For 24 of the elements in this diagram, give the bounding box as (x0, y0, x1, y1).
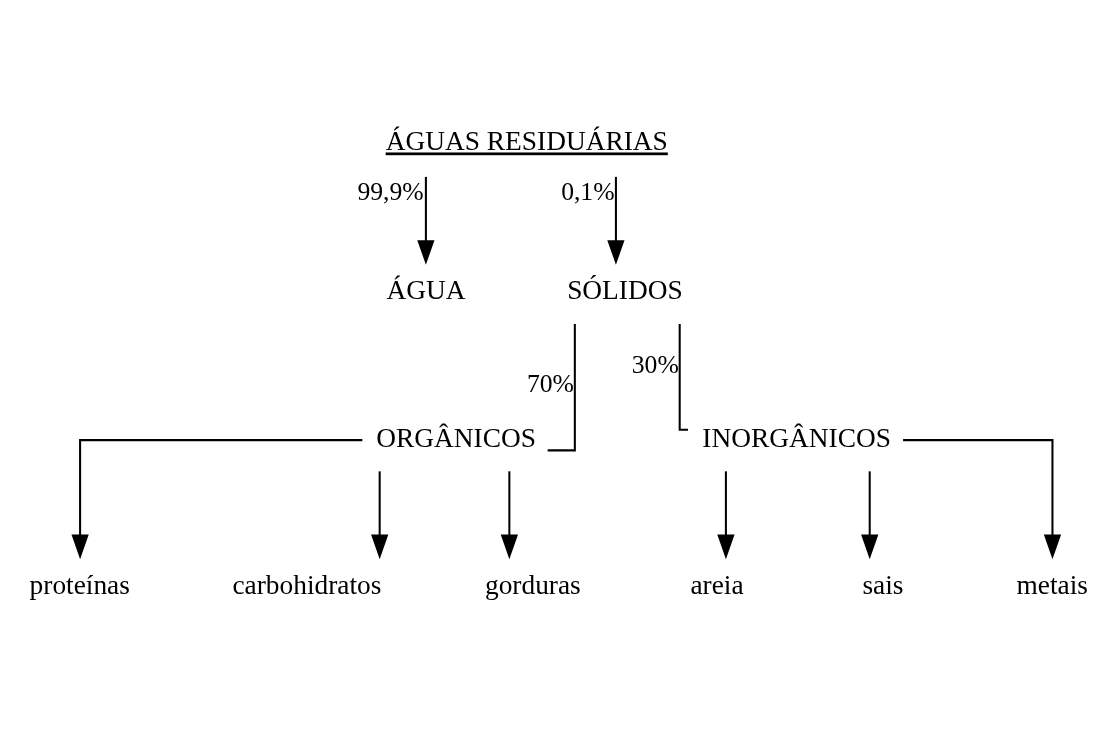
edge-label: 99,9% (357, 177, 424, 207)
arrow (417, 176, 435, 265)
node-text: carbohidratos (232, 569, 382, 600)
node-text: INORGÂNICOS (702, 422, 891, 453)
arrow (717, 471, 735, 560)
node-text: ORGÂNICOS (376, 422, 536, 453)
node-text: sais (862, 569, 904, 600)
edge-label: 0,1% (561, 177, 615, 207)
arrow (607, 176, 625, 265)
edge-label: 30% (631, 349, 679, 379)
connector (547, 324, 576, 452)
arrow (71, 439, 363, 560)
node-text: gorduras (484, 569, 581, 600)
node-text: ÁGUA (386, 275, 466, 306)
edge-label: 70% (526, 369, 574, 399)
node-text: metais (1016, 569, 1088, 600)
arrow (500, 471, 518, 560)
node-text: proteínas (29, 569, 130, 600)
node-text: areia (690, 569, 744, 600)
arrow (903, 439, 1062, 560)
node-text: ÁGUAS RESIDUÁRIAS (385, 126, 668, 157)
node-text: SÓLIDOS (567, 275, 683, 306)
arrow (371, 471, 389, 560)
arrow (861, 471, 879, 560)
